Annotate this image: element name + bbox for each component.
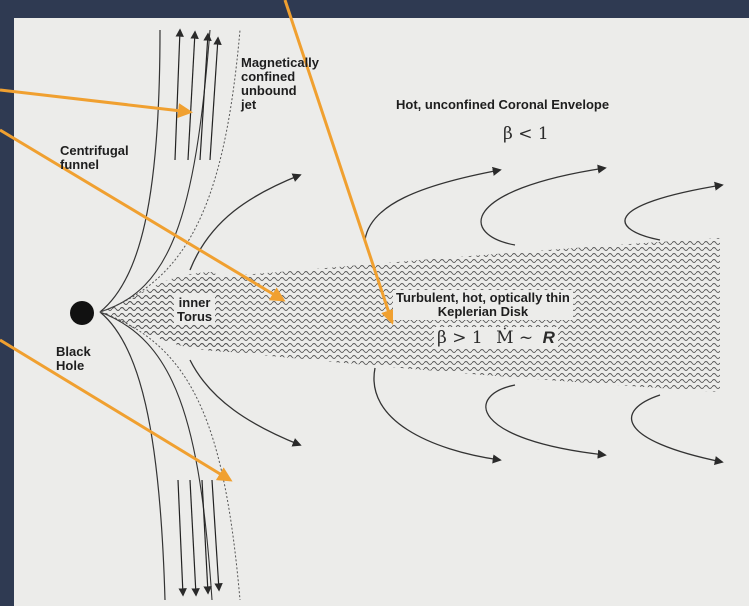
jet-label: Magnetically confined unbound jet (241, 56, 319, 112)
jet-arrow-up-4 (210, 38, 218, 160)
disk-label-line-2: Keplerian Disk (396, 305, 570, 319)
disk-label-line-1: Turbulent, hot, optically thin (396, 291, 570, 305)
black-hole-label-line-2: Hole (56, 359, 91, 373)
corona-beta: β < 1 (503, 124, 549, 144)
black-hole-dot (70, 301, 94, 325)
disk-mdot: Ṁ ~ (496, 328, 533, 348)
funnel-label-line-1: Centrifugal (60, 144, 129, 158)
pointer-arrow-funnel (0, 340, 230, 480)
jet-boundary-lower (100, 312, 240, 600)
jet-arrow-down-1 (178, 480, 183, 595)
outflow-arrow-lower-2 (374, 368, 500, 460)
funnel-label-line-2: funnel (60, 158, 129, 172)
pointer-arrow-jet (0, 90, 190, 112)
funnel-label: Centrifugal funnel (60, 144, 129, 172)
funnel-wall-lower-right (100, 312, 212, 600)
outflow-arrow-lower-4 (632, 395, 722, 462)
outflow-arrow-lower-1 (190, 360, 300, 445)
torus-label: inner Torus (174, 295, 215, 325)
outflow-arrow-upper-2 (365, 170, 500, 240)
outflow-arrow-upper-4 (625, 185, 722, 240)
jet-arrow-up-1 (175, 30, 180, 160)
disk-beta: β > 1 (437, 328, 483, 348)
corona-label: Hot, unconfined Coronal Envelope (396, 98, 609, 112)
funnel-wall-lower-left (100, 312, 165, 600)
torus-label-line-1: inner (177, 296, 212, 310)
pointer-arrow-torus (0, 130, 283, 300)
jet-label-line-3: unbound (241, 84, 319, 98)
outflow-arrow-upper-3 (481, 168, 605, 245)
disk-equation: β > 1 Ṁ ~ R (434, 327, 558, 349)
jet-arrow-down-2 (190, 480, 196, 595)
jet-label-line-1: Magnetically (241, 56, 319, 70)
jet-arrow-up-3 (200, 34, 208, 160)
black-hole-label: Black Hole (56, 345, 91, 373)
outflow-arrow-lower-3 (486, 385, 605, 455)
jet-label-line-4: jet (241, 98, 319, 112)
disk-label: Turbulent, hot, optically thin Keplerian… (393, 290, 573, 320)
torus-label-line-2: Torus (177, 310, 212, 324)
disk-r: R (543, 328, 555, 347)
jet-label-line-2: confined (241, 70, 319, 84)
jet-arrow-down-4 (212, 480, 219, 590)
jet-arrow-up-2 (188, 32, 195, 160)
black-hole-label-line-1: Black (56, 345, 91, 359)
